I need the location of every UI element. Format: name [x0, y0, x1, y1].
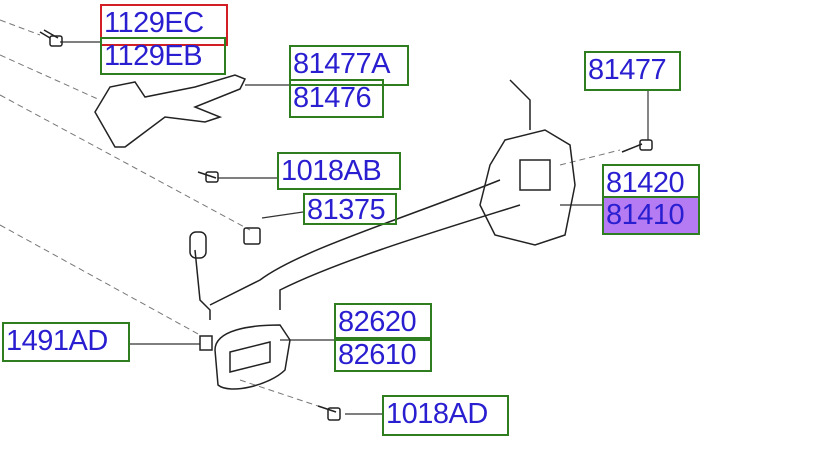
part-label-1491AD[interactable]: 1491AD	[2, 322, 130, 362]
part-label-1018AB[interactable]: 1018AB	[277, 152, 401, 190]
cable	[194, 249, 211, 320]
bracket-81476	[94, 74, 247, 148]
leader-lines	[60, 41, 649, 415]
part-label-1018AD[interactable]: 1018AD	[382, 395, 509, 436]
part-label-81375[interactable]: 81375	[303, 193, 397, 225]
part-label-81410[interactable]: 81410	[602, 196, 700, 235]
bolt-1129	[39, 29, 63, 47]
clip-81375	[243, 227, 261, 245]
latch-81410	[479, 129, 576, 246]
part-label-1129EB[interactable]: 1129EB	[100, 37, 226, 75]
part-label-81477[interactable]: 81477	[584, 51, 681, 91]
cable-end	[189, 231, 207, 259]
screw-1018AD	[317, 405, 341, 421]
screw-1018AB	[197, 171, 219, 183]
part-label-82620[interactable]: 82620	[334, 303, 432, 341]
handle-82610	[214, 324, 291, 390]
part-label-1129EC[interactable]: 1129EC	[100, 4, 228, 46]
screw-81477	[621, 139, 653, 153]
part-label-81476[interactable]: 81476	[289, 79, 384, 118]
part-label-81477A[interactable]: 81477A	[289, 45, 409, 86]
part-label-82610[interactable]: 82610	[334, 337, 432, 372]
rod-81420	[209, 79, 531, 310]
clip-1491AD	[199, 335, 213, 351]
